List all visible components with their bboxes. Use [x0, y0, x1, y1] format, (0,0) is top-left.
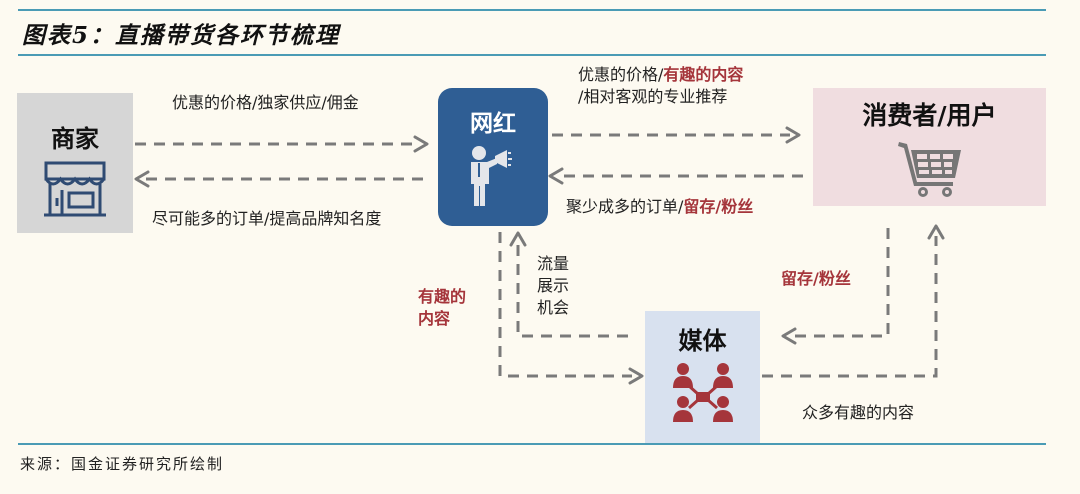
figure-title: 图表5：直播带货各环节梳理: [22, 22, 341, 49]
media-to-consumer-label: 众多有趣的内容: [802, 402, 914, 424]
edge-text: 机会: [537, 298, 570, 317]
influencer-to-merchant-label: 尽可能多的订单/提高品牌知名度: [152, 208, 381, 230]
source-note: 来源：国金证券研究所绘制: [20, 455, 225, 473]
storefront-icon: [44, 161, 106, 217]
consumer-node: 消费者/用户: [813, 88, 1046, 206]
merchant-to-influencer-label: 优惠的价格/独家供应/佣金: [172, 92, 359, 114]
people-network-icon: [672, 363, 733, 422]
top-rule: [18, 9, 1046, 11]
edge-text-highlight: 内容: [418, 309, 451, 328]
edge-text: 众多有趣的内容: [802, 403, 915, 422]
shopping-cart-icon: [897, 142, 961, 197]
media-to-influencer-label: 流量 展示 机会: [537, 253, 569, 319]
megaphone-person-icon: [471, 146, 512, 206]
title-underline-rule: [18, 54, 1046, 56]
consumer-to-media-label: 留存/粉丝: [781, 268, 851, 290]
edge-text-highlight: 留存/粉丝: [683, 197, 754, 216]
consumer-to-influencer-label: 聚少成多的订单/留存/粉丝: [566, 196, 753, 218]
edge-text-highlight: 有趣的内容: [663, 65, 744, 84]
edge-text: 尽可能多的订单/提高品牌知名度: [152, 209, 382, 228]
edge-text: /相对客观的专业推荐: [578, 87, 728, 106]
merchant-node: 商家: [17, 93, 133, 233]
edge-text: 展示: [537, 276, 570, 295]
influencer-label: 网红: [470, 111, 516, 137]
media-label: 媒体: [678, 327, 727, 355]
influencer-node: 网红: [438, 88, 548, 226]
media-node: 媒体: [645, 311, 760, 443]
bottom-rule: [18, 443, 1046, 445]
edge-text: 优惠的价格/: [578, 65, 664, 84]
merchant-label: 商家: [51, 125, 99, 153]
edge-text: 优惠的价格/独家供应/佣金: [172, 93, 359, 112]
edge-text: 聚少成多的订单/: [566, 197, 684, 216]
edge-text: 流量: [537, 254, 570, 273]
influencer-to-media-label: 有趣的 内容: [418, 286, 466, 330]
influencer-to-consumer-label: 优惠的价格/有趣的内容 /相对客观的专业推荐: [578, 64, 743, 108]
consumer-label: 消费者/用户: [862, 101, 997, 130]
edge-text-highlight: 留存/粉丝: [781, 269, 851, 288]
edge-text-highlight: 有趣的: [418, 287, 467, 306]
